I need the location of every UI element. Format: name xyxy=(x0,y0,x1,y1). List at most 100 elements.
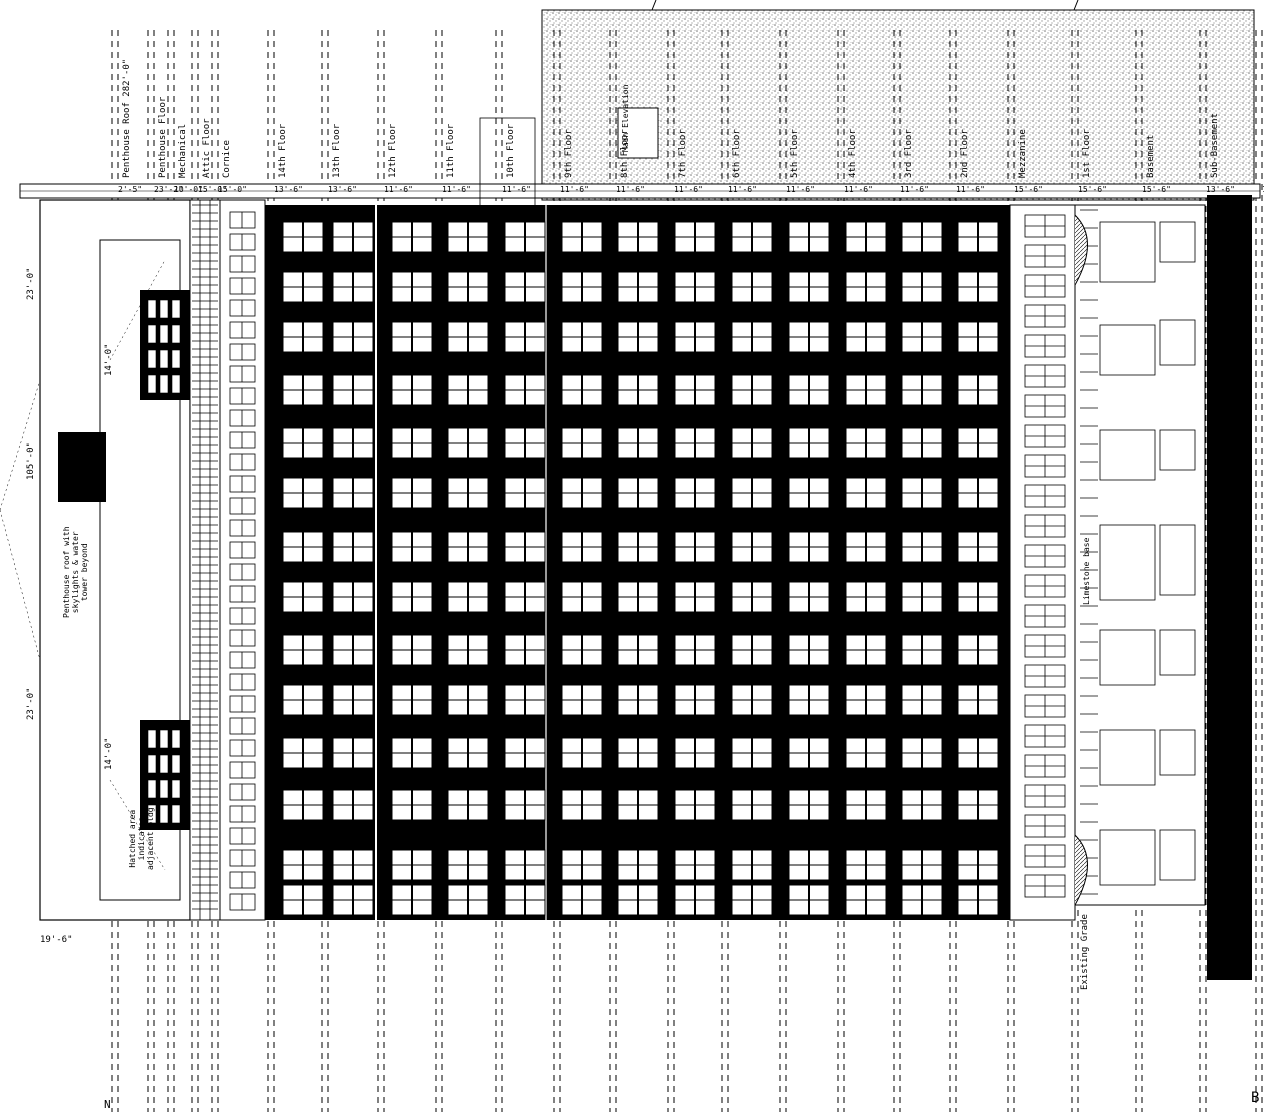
window xyxy=(617,634,659,666)
window xyxy=(674,789,716,821)
window xyxy=(282,849,324,881)
window xyxy=(561,737,603,769)
level-height: 13'-6" xyxy=(274,185,303,194)
window xyxy=(561,427,603,459)
level-label: 2nd Floor xyxy=(960,129,970,178)
attic-window xyxy=(229,343,256,361)
window xyxy=(731,271,773,303)
attic-window xyxy=(229,717,256,735)
window xyxy=(901,849,943,881)
window xyxy=(332,321,374,353)
window xyxy=(845,321,887,353)
level-height: 15'-6" xyxy=(1262,185,1264,195)
attic-window xyxy=(229,563,256,581)
window xyxy=(845,634,887,666)
penthouse-window xyxy=(147,729,157,749)
base-opening xyxy=(1099,729,1156,786)
window xyxy=(674,684,716,716)
level-label: 11th Floor xyxy=(446,123,456,178)
north-arrow: N xyxy=(104,1098,111,1111)
elevation-title: Main Elevation xyxy=(621,84,630,152)
window xyxy=(282,374,324,406)
window xyxy=(447,477,489,509)
level-height: 11'-6" xyxy=(384,185,413,194)
window xyxy=(731,849,773,881)
window xyxy=(731,789,773,821)
window xyxy=(391,221,433,253)
penthouse-window xyxy=(159,779,169,799)
level-label: Mechanical xyxy=(178,123,188,178)
window xyxy=(901,531,943,563)
window xyxy=(617,884,659,916)
window xyxy=(731,737,773,769)
attic-window xyxy=(229,321,256,339)
penthouse-window xyxy=(159,729,169,749)
facade xyxy=(39,195,1252,980)
window xyxy=(788,374,830,406)
window xyxy=(617,849,659,881)
window xyxy=(447,884,489,916)
penthouse-window xyxy=(159,299,169,319)
window xyxy=(788,221,830,253)
window xyxy=(901,271,943,303)
level-height: 11'-6" xyxy=(674,185,703,194)
level-height: 15'-6" xyxy=(1014,185,1043,194)
window xyxy=(282,737,324,769)
window xyxy=(788,427,830,459)
window xyxy=(845,221,887,253)
penthouse-window xyxy=(147,299,157,319)
base-opening xyxy=(1159,729,1196,776)
window xyxy=(617,427,659,459)
window xyxy=(504,271,546,303)
base-opening xyxy=(1159,524,1196,596)
window xyxy=(788,884,830,916)
level-label: 3rd Floor xyxy=(904,129,914,178)
penthouse-window xyxy=(147,804,157,824)
window xyxy=(391,737,433,769)
dim-bay-center: 105'-0" xyxy=(26,442,36,480)
penthouse-window xyxy=(147,324,157,344)
window xyxy=(731,321,773,353)
level-height: 13'-6" xyxy=(1206,185,1235,194)
window xyxy=(617,789,659,821)
level-height: 13'-6" xyxy=(328,185,357,194)
window xyxy=(504,374,546,406)
window xyxy=(332,374,374,406)
level-height: 11'-6" xyxy=(502,185,531,194)
window xyxy=(674,737,716,769)
attic-window xyxy=(229,387,256,405)
window xyxy=(788,581,830,613)
level-label: 12th Floor xyxy=(388,123,398,178)
window xyxy=(845,427,887,459)
window xyxy=(332,884,374,916)
window xyxy=(731,684,773,716)
attic-window xyxy=(229,849,256,867)
window xyxy=(788,789,830,821)
window xyxy=(332,427,374,459)
window xyxy=(282,427,324,459)
window xyxy=(332,477,374,509)
attic-window xyxy=(229,365,256,383)
attic-window xyxy=(229,783,256,801)
window xyxy=(447,271,489,303)
level-height: 15'-6" xyxy=(1142,185,1171,194)
water-tank xyxy=(58,432,106,502)
base-opening xyxy=(1159,429,1196,471)
window xyxy=(391,531,433,563)
window xyxy=(447,531,489,563)
window xyxy=(617,321,659,353)
window xyxy=(504,581,546,613)
window xyxy=(447,684,489,716)
window xyxy=(391,849,433,881)
window xyxy=(447,221,489,253)
level-label: Cornice xyxy=(222,140,232,178)
penthouse-window xyxy=(171,779,181,799)
window xyxy=(674,581,716,613)
window xyxy=(561,789,603,821)
window xyxy=(901,634,943,666)
window xyxy=(332,271,374,303)
window xyxy=(447,789,489,821)
window xyxy=(282,531,324,563)
penthouse-window xyxy=(171,729,181,749)
